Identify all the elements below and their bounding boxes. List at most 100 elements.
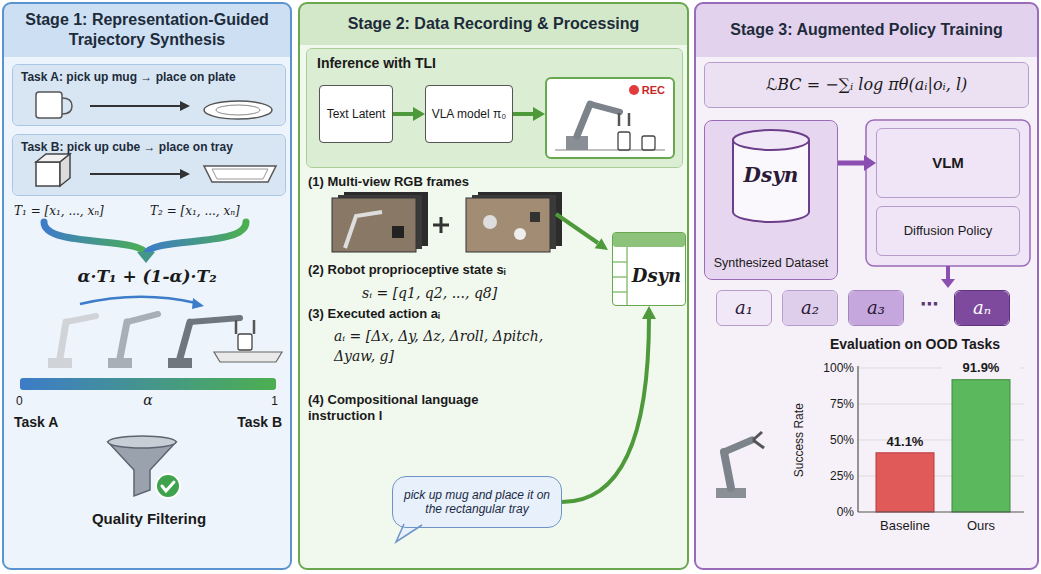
- policy-frame: [866, 120, 1030, 266]
- header-band: [3, 3, 291, 57]
- dataset-table-lines: [626, 247, 628, 305]
- bar-label: Ours: [941, 518, 1021, 534]
- connector-line: [513, 112, 535, 116]
- rgb-frames: [345, 212, 382, 248]
- axis-end: 1: [258, 394, 278, 408]
- mug-icon: [62, 98, 72, 114]
- task-arrow: [180, 101, 190, 111]
- node-text: REC: [642, 84, 665, 97]
- bar-chart: [857, 366, 858, 512]
- robot-recording: [590, 104, 620, 112]
- funnel-icon: [108, 436, 180, 498]
- task-arrow: [90, 173, 180, 175]
- robot-recording: [628, 113, 631, 126]
- robot-icon: [753, 432, 762, 440]
- task-band: Task B: pick up cube → place on tray: [12, 134, 286, 196]
- mug-icon: [36, 92, 62, 118]
- merge-arrow: [44, 222, 246, 263]
- robot-icon: [753, 440, 764, 448]
- robot-interpolation: [253, 320, 256, 334]
- bar-chart: [858, 366, 1024, 512]
- rgb-frames: [332, 192, 562, 252]
- inference-box: Inference with TLIText LatentVLA model π…: [306, 48, 683, 168]
- step-label: Quality Filtering: [14, 510, 284, 528]
- robot-icon: [716, 432, 764, 498]
- panel-heading: Stage 3: Augmented Policy Training: [696, 4, 1037, 56]
- cube-icon: [36, 162, 60, 186]
- flow-arrow: [562, 306, 656, 502]
- process-box: Text Latent: [319, 85, 393, 143]
- axis-label: Task A: [14, 414, 94, 431]
- node-text: Task B: pick up cube → place on tray: [21, 140, 277, 154]
- connector-line: [393, 112, 415, 116]
- node-text: Text Latent: [327, 107, 386, 121]
- dataset-table-lines: [613, 233, 685, 305]
- robot-recording: [618, 132, 630, 150]
- chart-title: Evaluation on OOD Tasks: [800, 336, 1030, 353]
- robot-interpolation: [238, 334, 252, 350]
- robot-interpolation: [235, 320, 238, 334]
- action-box: a₃: [848, 290, 904, 326]
- node-text: Synthesized Dataset: [714, 256, 829, 271]
- arrow-head: [864, 155, 876, 171]
- box-fill: [320, 86, 392, 142]
- action-box: a₁: [716, 290, 772, 326]
- plate-icon: [204, 101, 272, 119]
- box-fill: [3, 3, 291, 569]
- axis-tick: 100%: [806, 361, 854, 375]
- box-fill: [705, 63, 1028, 107]
- formula: α·T₁ + (1-α)·T₂: [14, 266, 280, 286]
- dataset-table-lines: [613, 233, 685, 247]
- bar-chart: [876, 453, 934, 512]
- node-text: aₙ: [973, 297, 991, 319]
- header-band: [695, 3, 1038, 57]
- flow-arrow: [513, 107, 545, 121]
- node-text: a₁: [735, 297, 753, 319]
- ellipsis: ⋯: [910, 294, 948, 316]
- dataset-box: DsynSynthesized Dataset: [704, 120, 838, 280]
- dataset-table-lines: [613, 291, 627, 293]
- task-arrow: [180, 169, 190, 179]
- axis-title: Success Rate: [792, 385, 806, 495]
- cube-icon: [36, 154, 70, 186]
- box-fill: [695, 3, 1038, 569]
- tray-icon: [212, 169, 268, 179]
- stage-panel: Stage 3: Augmented Policy TrainingℒBC = …: [694, 2, 1039, 570]
- dataset-table-lines: [613, 261, 627, 263]
- node-text: a₂: [801, 297, 819, 319]
- box-fill: [13, 135, 285, 195]
- axis-tick: 75%: [806, 397, 854, 411]
- node-text: Dsyn: [632, 265, 681, 287]
- rgb-frames: [514, 228, 526, 240]
- frames-arrow: [556, 214, 598, 243]
- output-arrow: [946, 266, 950, 280]
- node-text: ℒBC = −∑ᵢ log πθ(aᵢ|oᵢ, l): [766, 75, 968, 94]
- box-fill: [717, 291, 771, 325]
- bar-value: 91.9%: [942, 360, 1020, 376]
- box-fill: [426, 86, 512, 142]
- output-arrow: [941, 266, 955, 288]
- robot-recording: [577, 104, 590, 136]
- node-text: pick up mug and place it on the rectangu…: [403, 488, 551, 517]
- dataset-table-lines: [613, 276, 627, 278]
- node-text: VLA model π₀: [432, 107, 507, 121]
- alpha-bar: [20, 378, 276, 390]
- item-heading: (3) Executed action aᵢ: [308, 306, 598, 322]
- box-fill: [393, 477, 561, 527]
- robot-recording: [642, 136, 655, 150]
- funnel-icon: [162, 482, 174, 491]
- funnel-icon: [156, 474, 180, 498]
- bar-value: 41.1%: [866, 434, 944, 450]
- loss-box: ℒBC = −∑ᵢ log πθ(aᵢ|oᵢ, l): [704, 62, 1029, 108]
- funnel-icon: [108, 436, 176, 448]
- formula: aᵢ = [Δx, Δy, Δz, Δroll, Δpitch, Δyaw, g…: [334, 326, 584, 366]
- node-text: Diffusion Policy: [904, 223, 993, 239]
- robot-interpolation: [120, 322, 127, 358]
- frames-arrow: [595, 238, 608, 250]
- item-heading: (4) Compositional language instruction l: [308, 392, 518, 423]
- node-text: Task A: pick up mug → place on plate: [21, 70, 277, 84]
- box-fill: [299, 3, 688, 569]
- rgb-frames: [466, 198, 550, 252]
- robot-recording: [618, 113, 621, 126]
